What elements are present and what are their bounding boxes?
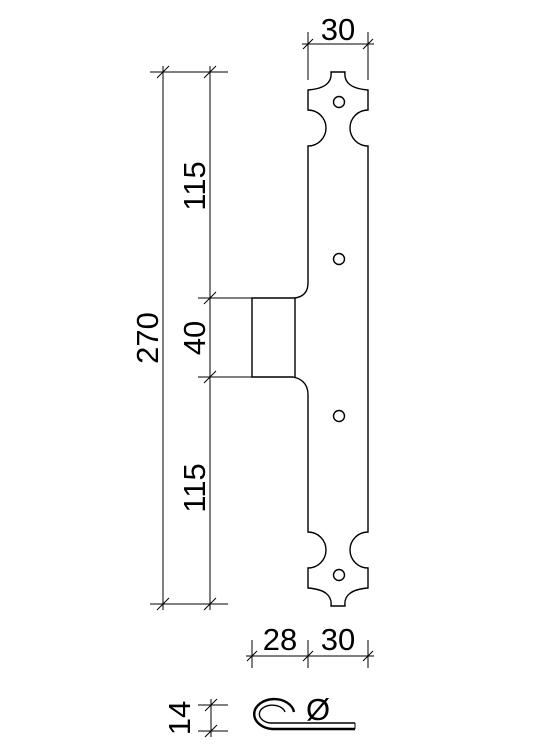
dim-tab-offset-label: 28 xyxy=(263,622,297,657)
screw-hole-3 xyxy=(332,409,346,423)
dim-pin-height-label: 14 xyxy=(162,701,197,735)
screw-hole-2 xyxy=(332,252,346,266)
knuckle-profile xyxy=(253,697,356,731)
dim-pin-height: 14 xyxy=(162,698,228,738)
dim-bottom-width-label: 30 xyxy=(321,622,355,657)
dim-top-segment-label: 115 xyxy=(177,161,212,210)
dim-middle-segment-label: 40 xyxy=(177,321,212,355)
screw-hole-4 xyxy=(332,568,346,582)
dim-strap-width-label: 30 xyxy=(321,12,355,47)
diameter-symbol: Ø xyxy=(306,692,330,727)
dim-segments: 115 40 115 xyxy=(177,65,258,611)
screw-hole-1 xyxy=(332,95,346,109)
dim-overall-length-label: 270 xyxy=(130,312,165,364)
strap-outline xyxy=(251,71,369,607)
dim-overall-length: 270 xyxy=(130,65,228,611)
dim-bottom-widths: 28 30 xyxy=(246,622,374,668)
dim-strap-width: 30 xyxy=(302,12,374,80)
dim-bottom-segment-label: 115 xyxy=(177,463,212,512)
